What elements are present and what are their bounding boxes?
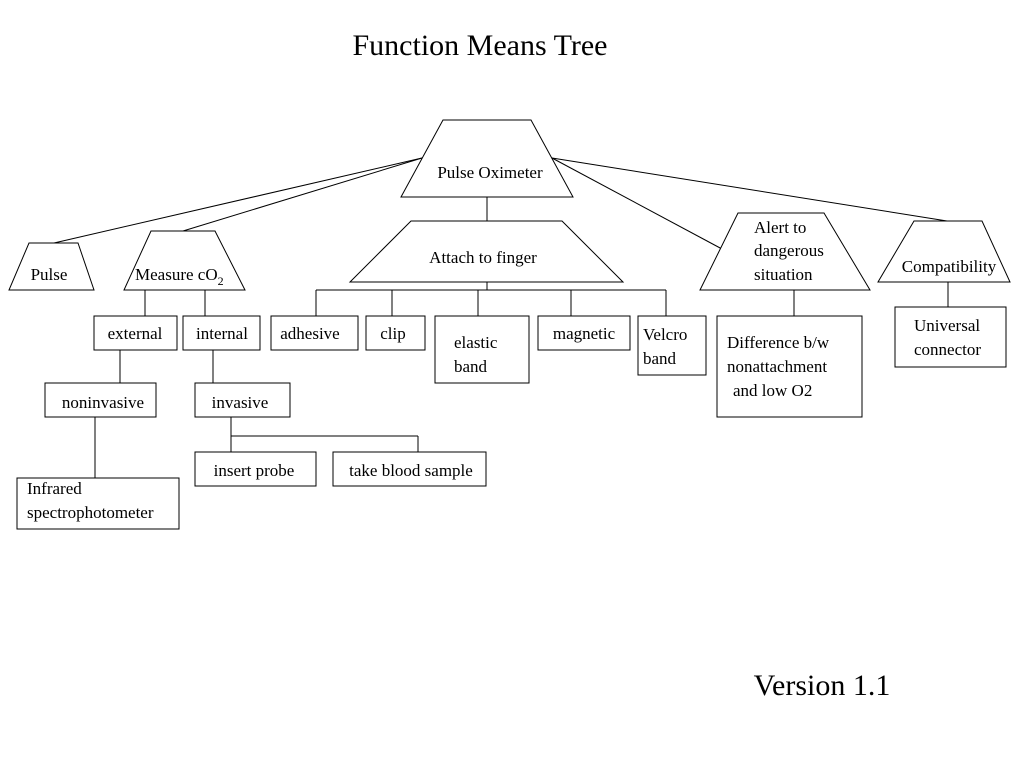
node-pulse-oximeter: Pulse Oximeter [400, 119, 574, 198]
node-label: clip [380, 324, 406, 343]
node-label-line: and low O2 [733, 381, 812, 400]
box-shape [194, 451, 317, 487]
node-adhesive: adhesive [270, 315, 359, 351]
node-label: Compatibility [902, 257, 997, 276]
node-label: magnetic [553, 324, 616, 343]
node-label-subscript: 2 [218, 274, 224, 288]
trapezoid-shape [400, 119, 574, 198]
node-label-line: connector [914, 340, 981, 359]
node-label: internal [196, 324, 248, 343]
diagram-title: Function Means Tree [353, 29, 608, 62]
link-root-compat [551, 157, 948, 222]
node-external: external [93, 315, 178, 351]
box-shape [194, 382, 291, 418]
node-universal-connector: Universal connector [894, 306, 1007, 368]
node-label: noninvasive [62, 393, 144, 412]
node-label: take blood sample [349, 461, 473, 480]
node-label: insert probe [214, 461, 295, 480]
box-shape [637, 315, 707, 376]
node-noninvasive: noninvasive [44, 382, 157, 418]
link-root-measure [182, 157, 423, 232]
node-take-blood-sample: take blood sample [332, 451, 487, 487]
box-shape [270, 315, 359, 351]
node-label-main: Measure cO [135, 265, 218, 284]
node-invasive: invasive [194, 382, 291, 418]
trapezoid-shape [8, 242, 95, 291]
node-label-line: dangerous [754, 241, 824, 260]
node-infrared-spectrophotometer: Infrared spectrophotometer [16, 477, 180, 530]
connectors [53, 157, 949, 478]
box-shape [182, 315, 261, 351]
node-label-line: spectrophotometer [27, 503, 154, 522]
link-root-alert [551, 157, 723, 250]
node-velcro-band: Velcro band [637, 315, 707, 376]
node-label-line: nonattachment [727, 357, 827, 376]
node-label: external [108, 324, 163, 343]
box-shape [44, 382, 157, 418]
node-label-line: elastic [454, 333, 498, 352]
box-shape [332, 451, 487, 487]
node-magnetic: magnetic [537, 315, 631, 351]
node-label-line: Infrared [27, 479, 82, 498]
box-shape [537, 315, 631, 351]
node-label-line: Universal [914, 316, 980, 335]
box-shape [365, 315, 426, 351]
node-label-line: Difference b/w [727, 333, 830, 352]
node-elastic-band: elastic band [434, 315, 530, 384]
node-label-line: band [454, 357, 488, 376]
node-compatibility: Compatibility [877, 220, 1011, 283]
node-difference: Difference b/w nonattachment and low O2 [716, 315, 863, 418]
node-label-line: band [643, 349, 677, 368]
node-pulse: Pulse [8, 242, 95, 291]
node-measure-co2: Measure cO2 [123, 230, 246, 291]
box-shape [894, 306, 1007, 368]
node-alert: Alert to dangerous situation [699, 212, 871, 291]
box-shape [16, 477, 180, 530]
node-label: Pulse [31, 265, 68, 284]
node-insert-probe: insert probe [194, 451, 317, 487]
node-label: Pulse Oximeter [437, 163, 543, 182]
box-shape [434, 315, 530, 384]
link-root-pulse [53, 157, 423, 244]
node-internal: internal [182, 315, 261, 351]
node-label: adhesive [280, 324, 339, 343]
node-clip: clip [365, 315, 426, 351]
node-attach-to-finger: Attach to finger [348, 220, 625, 283]
node-label-line: Alert to [754, 218, 806, 237]
box-shape [93, 315, 178, 351]
node-label-line: Velcro [643, 325, 687, 344]
node-label: invasive [212, 393, 269, 412]
node-label-line: situation [754, 265, 813, 284]
node-label: Attach to finger [429, 248, 537, 267]
trapezoid-shape [699, 212, 871, 291]
version-label: Version 1.1 [754, 669, 891, 702]
trapezoid-shape [348, 220, 625, 283]
box-shape [716, 315, 863, 418]
trapezoid-shape [123, 230, 246, 291]
trapezoid-shape [877, 220, 1011, 283]
node-label: Measure cO2 [135, 265, 224, 288]
